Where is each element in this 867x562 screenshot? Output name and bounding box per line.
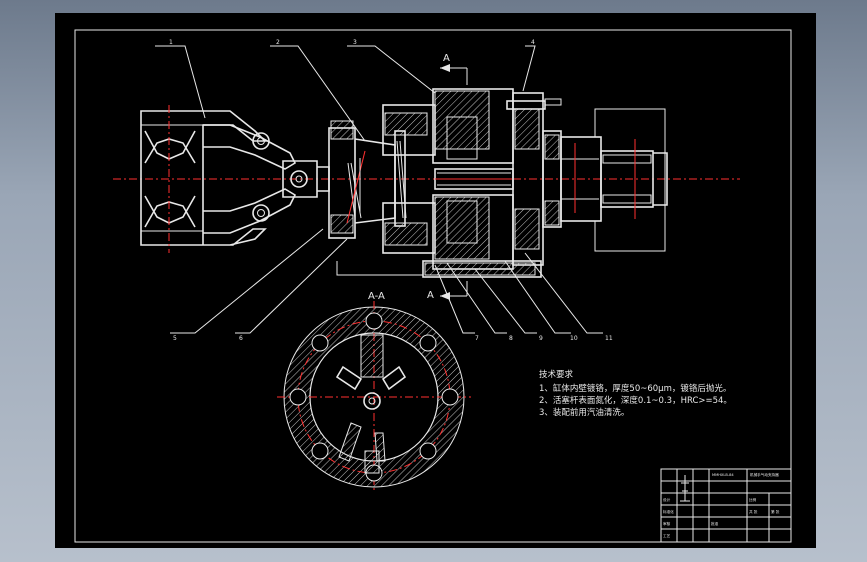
main-assembly-view: A A 1 2 3 4 5 6 7 8 9 10 — [113, 39, 740, 342]
title-block: MMHXLB-84 机械手气动夹持器 设计 标准化 审核 工艺 批准 比例 共 … — [660, 468, 792, 543]
technical-requirements: 技术要求 1、缸体内壁镀铬，厚度50~60μm，镀铬后抛光。 2、活塞杆表面氮化… — [539, 369, 732, 418]
title-line-1: MMHXLB-84 — [712, 473, 734, 477]
part-number-3: 3 — [353, 39, 357, 46]
title-line-2: 机械手气动夹持器 — [750, 472, 779, 477]
part-number-4: 4 — [531, 39, 535, 46]
drawing-border — [74, 29, 792, 543]
rear-cover — [542, 108, 668, 252]
part-number-1: 1 — [169, 39, 173, 46]
cad-drawing: A A 1 2 3 4 5 6 7 8 9 10 — [74, 29, 792, 543]
part-number-10: 10 — [570, 335, 578, 342]
title-cell-4: 工艺 — [663, 533, 671, 538]
requirements-title: 技术要求 — [539, 369, 574, 380]
cylinder-body — [336, 88, 562, 278]
requirement-line-3: 3、装配前用汽油清洗。 — [539, 407, 629, 418]
title-cell-8: 第 张 — [771, 509, 780, 514]
title-cell-3: 审核 — [663, 521, 671, 526]
section-marker-top: A — [440, 53, 468, 85]
section-label-bottom: A — [427, 290, 434, 301]
section-marker-bottom: A — [427, 281, 468, 301]
part-number-8: 8 — [509, 335, 513, 342]
requirement-line-1: 1、缸体内壁镀铬，厚度50~60μm，镀铬后抛光。 — [539, 383, 731, 394]
title-cell-5: 批准 — [711, 521, 719, 526]
gripper-jaws — [140, 105, 308, 253]
section-view-a-a: A-A — [277, 291, 471, 493]
section-label-top: A — [443, 53, 450, 64]
part-number-9: 9 — [539, 335, 543, 342]
part-number-6: 6 — [239, 335, 243, 342]
title-cell-1: 设计 — [663, 497, 671, 502]
bolt-holes — [289, 312, 459, 482]
part-number-7: 7 — [475, 335, 479, 342]
title-cell-7: 共 张 — [749, 509, 758, 514]
title-block-symbol — [680, 475, 690, 502]
section-mechanism — [335, 334, 407, 474]
title-cell-2: 标准化 — [663, 509, 674, 514]
title-cell-6: 比例 — [749, 497, 757, 502]
part-number-5: 5 — [173, 335, 177, 342]
part-number-11: 11 — [605, 335, 613, 342]
wedge-connector — [282, 120, 407, 239]
part-leaders — [155, 45, 603, 334]
requirement-line-2: 2、活塞杆表面氮化，深度0.1~0.3，HRC>=54。 — [539, 395, 732, 406]
section-view-title: A-A — [368, 291, 385, 302]
part-number-2: 2 — [276, 39, 280, 46]
drawing-sheet: A A 1 2 3 4 5 6 7 8 9 10 — [55, 13, 816, 548]
